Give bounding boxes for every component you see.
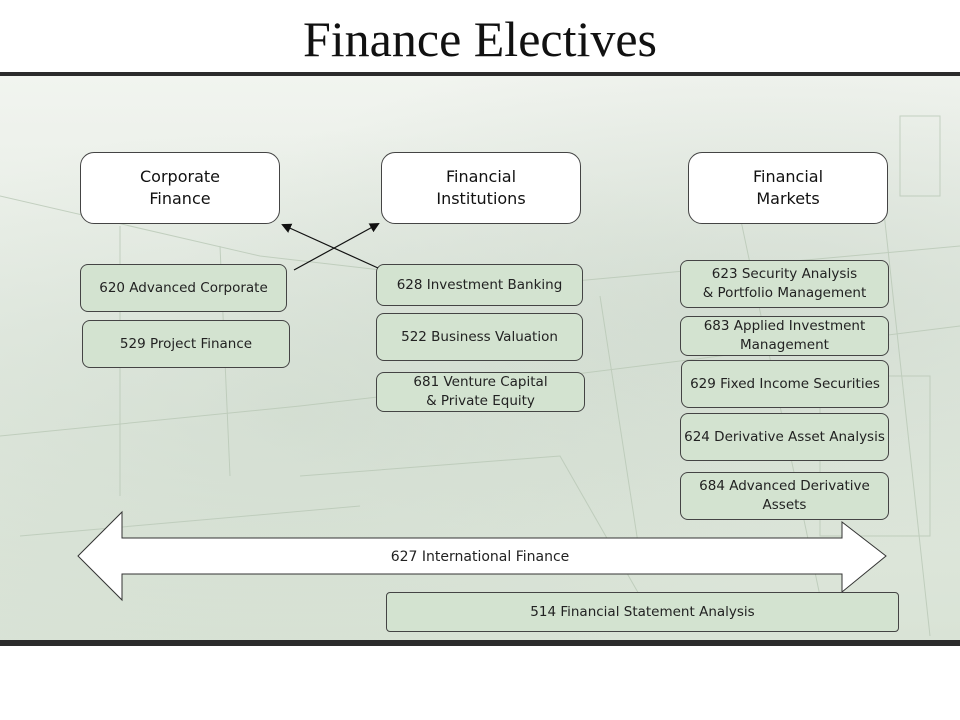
top-rule <box>0 72 960 76</box>
course-529: 529 Project Finance <box>82 320 290 368</box>
header-financial-markets: Financial Markets <box>688 152 888 224</box>
course-620: 620 Advanced Corporate <box>80 264 287 312</box>
course-514: 514 Financial Statement Analysis <box>386 592 899 632</box>
course-623: 623 Security Analysis & Portfolio Manage… <box>680 260 889 308</box>
course-629: 629 Fixed Income Securities <box>681 360 889 408</box>
header-corporate-finance: Corporate Finance <box>80 152 280 224</box>
course-628: 628 Investment Banking <box>376 264 583 306</box>
bottom-rule <box>0 640 960 646</box>
course-684: 684 Advanced Derivative Assets <box>680 472 889 520</box>
page-title: Finance Electives <box>302 11 658 67</box>
course-683: 683 Applied Investment Management <box>680 316 889 356</box>
header-financial-institutions: Financial Institutions <box>381 152 581 224</box>
course-522: 522 Business Valuation <box>376 313 583 361</box>
course-681: 681 Venture Capital & Private Equity <box>376 372 585 412</box>
course-624: 624 Derivative Asset Analysis <box>680 413 889 461</box>
course-627: 627 International Finance <box>390 549 570 565</box>
